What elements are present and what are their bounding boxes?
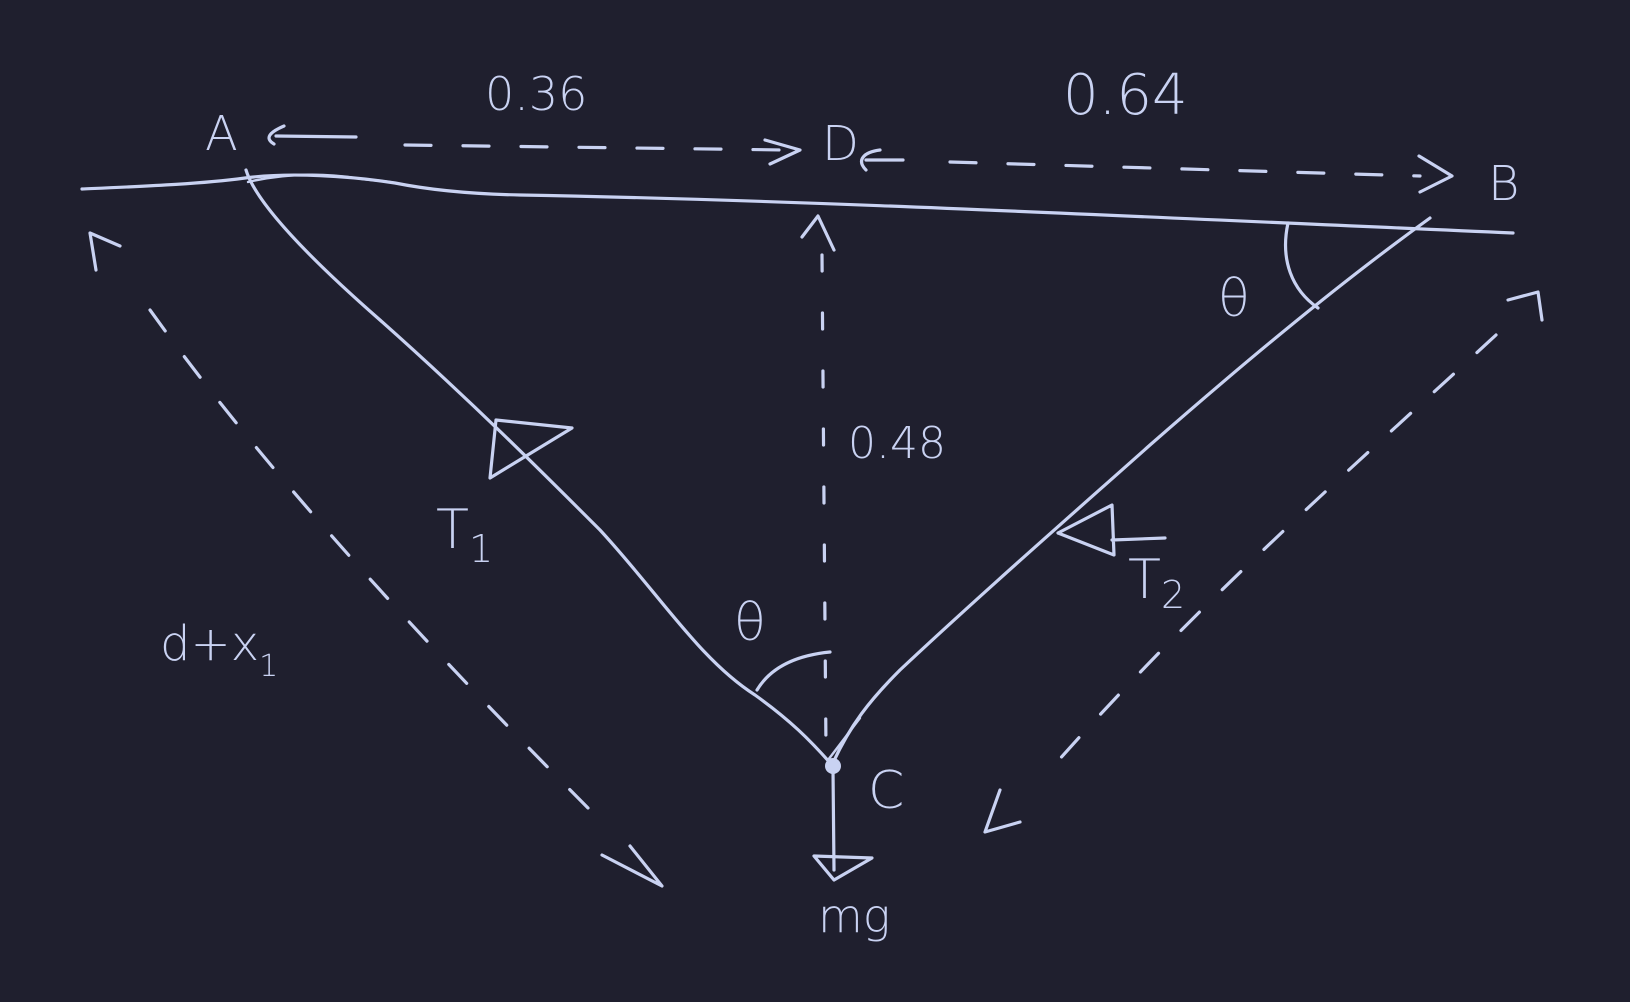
height-dashed-line	[820, 253, 828, 752]
label-point-d: D	[822, 116, 859, 172]
ceiling-scribble	[246, 173, 402, 186]
right-dashed-arrowhead-top	[1506, 290, 1544, 322]
label-weight: mg	[818, 889, 890, 943]
label-angle-b: θ	[1218, 269, 1250, 329]
ceiling-line	[80, 173, 1515, 235]
point-c-dot	[825, 758, 841, 774]
ad-arrow-head-right	[763, 138, 802, 166]
point-c-tick	[826, 716, 862, 762]
string-bc	[830, 216, 1432, 767]
left-dashed-arrowhead-bottom	[600, 844, 664, 888]
label-length-dc: 0.48	[848, 418, 946, 469]
label-tension-1: T1	[436, 498, 493, 571]
weight-arrow-shaft	[831, 768, 836, 872]
label-angle-c: θ	[734, 593, 766, 653]
right-dashed-arrowhead-bottom	[983, 788, 1022, 834]
label-length-db: 0.64	[1063, 63, 1188, 128]
left-dashed-line	[148, 308, 602, 822]
label-point-c: C	[868, 761, 904, 821]
string-ac	[244, 168, 834, 767]
height-arrowhead	[800, 214, 836, 252]
tension-2-arrowhead	[1056, 503, 1167, 557]
ad-dashed-line	[403, 143, 787, 152]
right-dashed-line	[1048, 333, 1498, 772]
label-point-a: A	[205, 106, 238, 162]
label-tension-2: T2	[1128, 548, 1185, 617]
db-arrow-head-right	[1417, 154, 1454, 194]
tension-1-arrowhead	[488, 418, 574, 480]
ad-arrow-head-left	[267, 124, 358, 146]
left-dashed-arrowhead-top	[88, 231, 122, 272]
angle-c-arc	[755, 650, 832, 692]
angle-b-arc	[1283, 221, 1320, 310]
label-distance: d+x1	[160, 616, 278, 684]
label-length-ad: 0.36	[485, 67, 587, 121]
label-point-b: B	[1488, 156, 1519, 212]
db-dashed-line	[948, 160, 1422, 178]
weight-arrow-head	[812, 854, 874, 882]
db-arrow-head-left	[860, 148, 905, 172]
